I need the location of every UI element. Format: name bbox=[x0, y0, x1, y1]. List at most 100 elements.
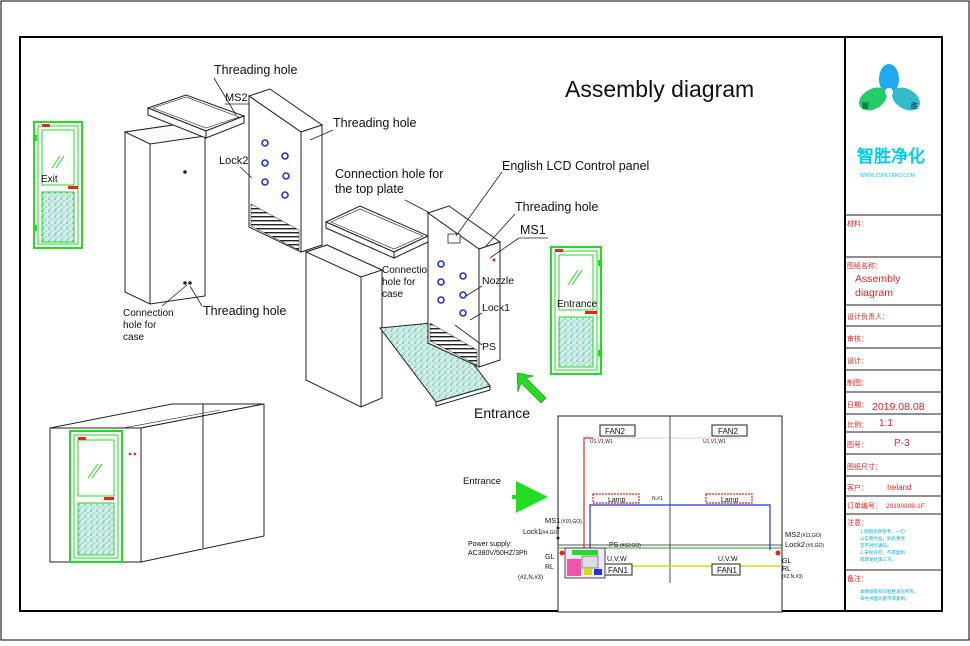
design-label: 设计： bbox=[847, 356, 868, 365]
left-side-case bbox=[123, 123, 207, 305]
label-lcd-panel: English LCD Control panel bbox=[502, 159, 649, 173]
middle-side-case bbox=[304, 244, 384, 408]
label-ms1-top: MS1 bbox=[520, 223, 546, 237]
label-threading-hole-top: Threading hole bbox=[214, 63, 297, 77]
wiring-gl-left: GL bbox=[545, 554, 554, 561]
wiring-gl-right: GL bbox=[782, 558, 791, 565]
remarks-label: 备注： bbox=[847, 574, 868, 583]
label-threading-hole-left: Threading hole bbox=[203, 304, 286, 318]
date-value: 2019.08.08 bbox=[872, 401, 925, 413]
nozzle-group-rear bbox=[261, 139, 290, 199]
company-name: 智胜净化 bbox=[857, 146, 925, 167]
notes-label: 注意： bbox=[847, 518, 868, 527]
wiring-power-1: Power supply: bbox=[468, 541, 512, 548]
leader-line bbox=[455, 171, 503, 237]
sheet-label: 图号： bbox=[847, 441, 868, 449]
wiring-fan1-left: FAN1 bbox=[608, 566, 629, 575]
label-exit-door: Exit bbox=[41, 174, 58, 185]
order-value: 20190808-1F bbox=[886, 503, 925, 510]
wiring-gr-right-sub: (#2,N,#3) bbox=[782, 574, 803, 580]
wiring-fan2-left-sub: U1,V1,W1 bbox=[590, 439, 613, 445]
wiring-ms2-sub: (#11,GO) bbox=[801, 533, 822, 539]
designer-label: 设计负责人： bbox=[847, 312, 889, 321]
wiring-diagram bbox=[556, 415, 783, 613]
notes-text-5: 或转发给第三方。 bbox=[860, 556, 896, 563]
wiring-lamp-mid: N,#1 bbox=[652, 496, 663, 502]
inner-border bbox=[19, 36, 943, 612]
label-ms2-top: MS2 bbox=[225, 92, 248, 104]
label-entrance-door: Entrance bbox=[557, 299, 597, 310]
leader-line bbox=[213, 77, 237, 116]
assembled-unit-door bbox=[69, 430, 123, 563]
wiring-lock1-sub: (#4,GO) bbox=[541, 530, 559, 536]
notes-text-4: 2.未经许可，不得复制 bbox=[860, 549, 905, 556]
wiring-lock2: Lock2 bbox=[785, 540, 805, 549]
company-logo bbox=[859, 64, 920, 111]
client-label: 客户： bbox=[847, 483, 868, 492]
label-lock1: Lock1 bbox=[482, 302, 510, 314]
wiring-ms1: MS1 bbox=[545, 516, 560, 525]
date-label: 日期： bbox=[847, 401, 868, 409]
wiring-entrance: Entrance bbox=[463, 476, 501, 487]
leader-line bbox=[239, 166, 253, 179]
scale-label: 比例： bbox=[847, 420, 868, 429]
label-connection-case-left-1: Connection bbox=[123, 308, 174, 319]
drawing-name-1: Assembly bbox=[855, 273, 901, 285]
notes-text-2: 以实物为准，如有更改 bbox=[860, 535, 905, 542]
wiring-fan1-right: FAN1 bbox=[717, 566, 738, 575]
scale-value: 1:1 bbox=[879, 418, 893, 429]
logo-left-char: 智 bbox=[862, 101, 869, 110]
notes-text-3: 恕不另行通知。 bbox=[860, 542, 892, 549]
review-label: 审核： bbox=[847, 334, 868, 343]
logo-right-char: 胜 bbox=[911, 101, 918, 110]
remarks-text-2: 未经书面同意不得复制。 bbox=[860, 595, 910, 602]
main-unit-front bbox=[426, 205, 502, 368]
company-website: WWW.ZSFILTERS.COM bbox=[860, 173, 915, 179]
label-nozzle: Nozzle bbox=[482, 275, 514, 287]
entrance-arrow bbox=[516, 372, 547, 404]
label-connection-top-plate-2: the top plate bbox=[335, 182, 404, 196]
material-label: 材料： bbox=[847, 219, 868, 228]
wiring-fan2-right-sub: U1,V1,W1 bbox=[703, 439, 726, 445]
label-connection-case-left-2: hole for bbox=[123, 320, 157, 331]
wiring-power-2: AC380V/50HZ/3Ph bbox=[468, 550, 528, 557]
wiring-rl-left: RL bbox=[545, 564, 554, 571]
label-ps: PS bbox=[482, 341, 496, 353]
floor-plate bbox=[379, 321, 491, 407]
label-connection-case-mid-1: Connection bbox=[382, 265, 433, 276]
wiring-uvw-left: U,V,W bbox=[607, 556, 627, 563]
label-entrance-bold: Entrance bbox=[474, 405, 530, 421]
title-block bbox=[845, 214, 942, 571]
leader-line bbox=[309, 129, 334, 141]
label-threading-hole-right: Threading hole bbox=[333, 116, 416, 130]
entrance-door bbox=[550, 246, 602, 375]
exit-door bbox=[33, 121, 83, 249]
sheet-value: P-3 bbox=[894, 438, 910, 449]
order-label: 订单编号： bbox=[847, 501, 882, 510]
wiring-lock2-sub: (#5,GO) bbox=[806, 543, 824, 549]
label-connection-case-mid-3: case bbox=[382, 289, 404, 300]
main-unit-rear bbox=[247, 88, 324, 253]
label-lock2-top: Lock2 bbox=[219, 155, 248, 167]
drawing-name-2: diagram bbox=[855, 287, 893, 299]
wiring-ms1-sub: (#10,GO) bbox=[561, 519, 582, 525]
leader-line bbox=[189, 285, 203, 307]
leader-line bbox=[485, 213, 516, 247]
wiring-ps: PS bbox=[609, 542, 619, 549]
draw-label: 制图： bbox=[847, 378, 868, 387]
wiring-lamp-left: Lamp bbox=[608, 497, 626, 504]
label-connection-case-left-3: case bbox=[123, 332, 145, 343]
wiring-rl-right: RL bbox=[782, 566, 791, 573]
wiring-lock1: Lock1 bbox=[523, 529, 542, 536]
wiring-fan2-left: FAN2 bbox=[605, 427, 626, 436]
wiring-uvw-right: U,V,W bbox=[718, 556, 738, 563]
leader-line bbox=[161, 284, 188, 307]
remarks-text-1: 本图纸版权归智胜净化所有， bbox=[860, 588, 919, 595]
label-threading-hole-mid: Threading hole bbox=[515, 200, 598, 214]
notes-text-1: 1.图纸仅供参考，一切 bbox=[860, 528, 905, 535]
wiring-ms2: MS2 bbox=[785, 530, 800, 539]
label-connection-top-plate-1: Connection hole for bbox=[335, 167, 443, 181]
